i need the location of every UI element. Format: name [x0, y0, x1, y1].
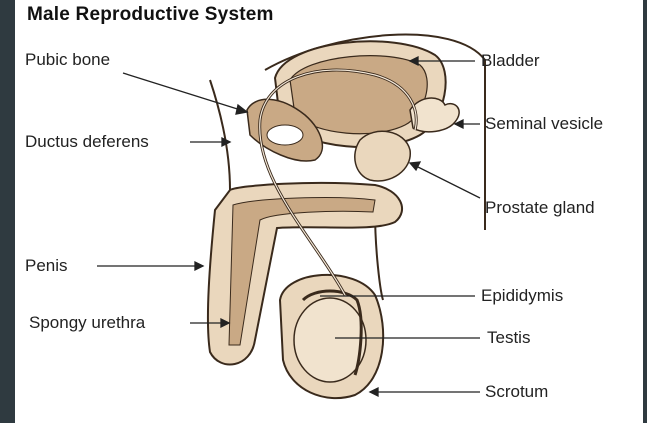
label-ductus-deferens: Ductus deferens [25, 132, 149, 152]
label-testis: Testis [487, 328, 530, 348]
label-seminal-vesicle: Seminal vesicle [485, 114, 603, 134]
prostate-shape [355, 131, 410, 181]
diagram-card: Male Reproductive System [15, 0, 643, 423]
label-prostate-gland: Prostate gland [485, 198, 595, 218]
label-pubic-bone: Pubic bone [25, 50, 110, 70]
label-spongy-urethra: Spongy urethra [29, 313, 145, 333]
label-bladder: Bladder [481, 51, 540, 71]
label-epididymis: Epididymis [481, 286, 563, 306]
pubic-bone-inner [267, 125, 303, 145]
label-scrotum: Scrotum [485, 382, 548, 402]
label-penis: Penis [25, 256, 68, 276]
